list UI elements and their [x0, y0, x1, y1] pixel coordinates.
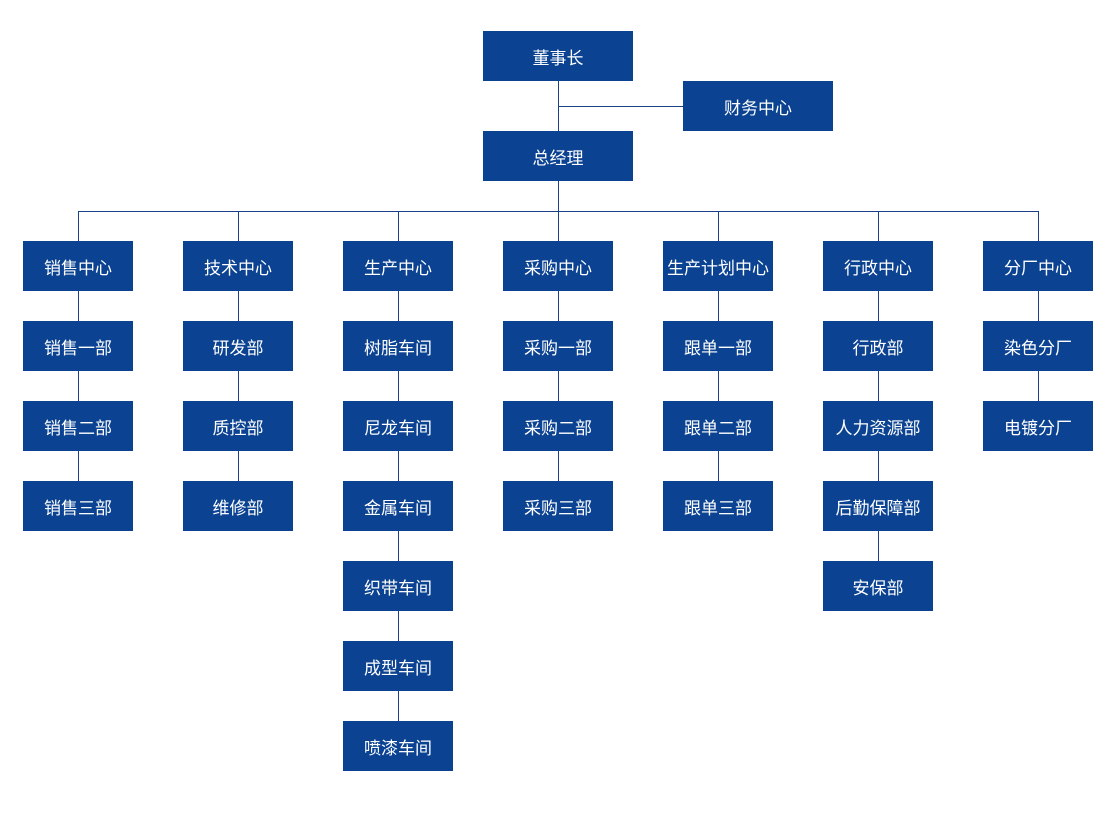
department-label: 尼龙车间 [364, 418, 432, 439]
finance-center-box[interactable]: 财务中心 [683, 81, 833, 131]
center-label: 生产中心 [364, 258, 432, 279]
department-box[interactable]: 销售三部 [23, 481, 133, 531]
department-label: 安保部 [852, 578, 904, 599]
general-manager-box[interactable]: 总经理 [483, 131, 633, 181]
department-label: 跟单三部 [684, 498, 752, 519]
department-box[interactable]: 人力资源部 [823, 401, 933, 451]
general-manager-label: 总经理 [532, 148, 584, 169]
department-label: 织带车间 [364, 578, 432, 599]
chairman-label: 董事长 [532, 48, 584, 69]
center-box[interactable]: 行政中心 [823, 241, 933, 291]
center-box[interactable]: 采购中心 [503, 241, 613, 291]
department-label: 成型车间 [364, 658, 432, 679]
department-box[interactable]: 跟单一部 [663, 321, 773, 371]
department-box[interactable]: 销售一部 [23, 321, 133, 371]
department-box[interactable]: 金属车间 [343, 481, 453, 531]
center-label: 采购中心 [524, 258, 592, 279]
department-label: 采购一部 [524, 338, 592, 359]
department-label: 质控部 [212, 418, 264, 439]
department-box[interactable]: 维修部 [183, 481, 293, 531]
department-box[interactable]: 采购三部 [503, 481, 613, 531]
department-label: 跟单一部 [684, 338, 752, 359]
department-label: 销售一部 [44, 338, 112, 359]
department-label: 销售三部 [44, 498, 112, 519]
department-label: 研发部 [212, 338, 264, 359]
department-box[interactable]: 电镀分厂 [983, 401, 1093, 451]
center-box[interactable]: 生产中心 [343, 241, 453, 291]
department-label: 喷漆车间 [364, 738, 432, 759]
center-label: 销售中心 [44, 258, 112, 279]
center-label: 技术中心 [204, 258, 272, 279]
department-box[interactable]: 染色分厂 [983, 321, 1093, 371]
department-label: 采购二部 [524, 418, 592, 439]
department-box[interactable]: 成型车间 [343, 641, 453, 691]
department-box[interactable]: 织带车间 [343, 561, 453, 611]
department-box[interactable]: 采购二部 [503, 401, 613, 451]
center-box[interactable]: 销售中心 [23, 241, 133, 291]
department-label: 金属车间 [364, 498, 432, 519]
department-label: 树脂车间 [364, 338, 432, 359]
department-label: 后勤保障部 [835, 498, 921, 519]
department-label: 人力资源部 [835, 418, 921, 439]
department-box[interactable]: 研发部 [183, 321, 293, 371]
department-label: 行政部 [852, 338, 904, 359]
department-box[interactable]: 安保部 [823, 561, 933, 611]
center-box[interactable]: 技术中心 [183, 241, 293, 291]
department-box[interactable]: 质控部 [183, 401, 293, 451]
department-box[interactable]: 跟单三部 [663, 481, 773, 531]
department-box[interactable]: 树脂车间 [343, 321, 453, 371]
department-box[interactable]: 喷漆车间 [343, 721, 453, 771]
department-box[interactable]: 后勤保障部 [823, 481, 933, 531]
department-box[interactable]: 跟单二部 [663, 401, 773, 451]
department-box[interactable]: 销售二部 [23, 401, 133, 451]
department-label: 销售二部 [44, 418, 112, 439]
department-label: 跟单二部 [684, 418, 752, 439]
department-box[interactable]: 行政部 [823, 321, 933, 371]
finance-center-label: 财务中心 [724, 98, 792, 119]
center-label: 行政中心 [844, 258, 912, 279]
center-box[interactable]: 分厂中心 [983, 241, 1093, 291]
department-label: 染色分厂 [1004, 338, 1072, 359]
department-label: 维修部 [212, 498, 264, 519]
department-box[interactable]: 采购一部 [503, 321, 613, 371]
chairman-box[interactable]: 董事长 [483, 31, 633, 81]
center-label: 分厂中心 [1004, 258, 1072, 279]
department-label: 采购三部 [524, 498, 592, 519]
center-label: 生产计划中心 [667, 258, 769, 279]
department-label: 电镀分厂 [1004, 418, 1072, 439]
department-box[interactable]: 尼龙车间 [343, 401, 453, 451]
center-box[interactable]: 生产计划中心 [663, 241, 773, 291]
